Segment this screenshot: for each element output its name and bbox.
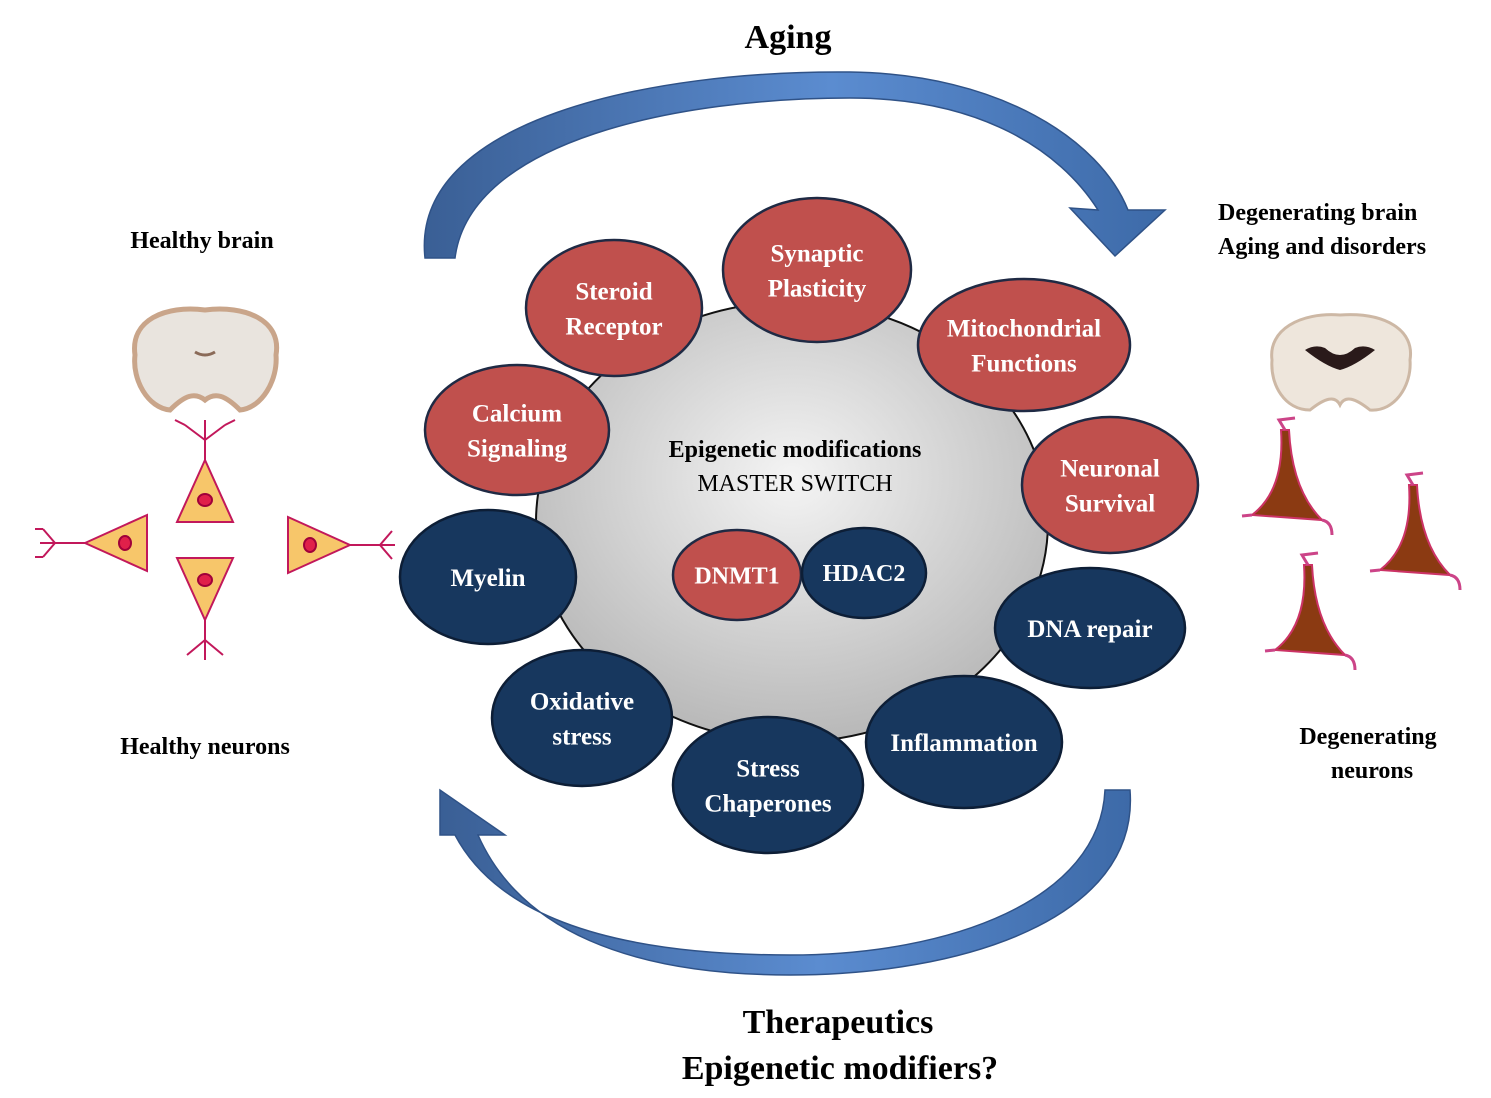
node-neuronal-survival-label: Survival: [1065, 490, 1155, 517]
center-title: Epigenetic modifications: [669, 437, 922, 463]
enzyme-hdac2: HDAC2: [800, 526, 928, 620]
node-stress-chaperones-label: Stress: [736, 755, 800, 782]
node-myelin: Myelin: [398, 508, 578, 646]
node-calcium-signaling-ellipse: [423, 363, 611, 497]
node-steroid-receptor-label: Receptor: [565, 313, 662, 340]
node-dna-repair-ellipse: [993, 566, 1187, 690]
node-neuronal-survival-ellipse: [1020, 415, 1200, 555]
healthy-neurons-label: Healthy neurons: [120, 734, 290, 760]
node-synaptic-plasticity-ellipse: [721, 196, 913, 344]
node-oxidative-stress-label: stress: [552, 723, 612, 750]
aging-label: Aging: [745, 19, 832, 56]
node-synaptic-plasticity-label: Plasticity: [768, 275, 867, 302]
node-dna-repair-label: DNA repair: [1027, 616, 1152, 643]
degenerating-neurons-image: [1240, 416, 1462, 672]
master-switch-label: MASTER SWITCH: [697, 471, 892, 497]
healthy-neurons-image: [35, 419, 395, 660]
healthy-brain-image: [132, 306, 280, 413]
node-inflammation: Inflammation: [864, 674, 1064, 810]
degenerating-neurons-label-2: neurons: [1331, 758, 1413, 784]
node-inflammation-ellipse: [864, 674, 1064, 810]
enzyme-dnmt1: DNMT1: [671, 528, 803, 622]
enzyme-hdac2-label: HDAC2: [823, 561, 906, 587]
node-mitochondrial-functions-ellipse: [916, 277, 1132, 413]
aging-arrow: [423, 71, 1167, 259]
enzyme-dnmt1-label: DNMT1: [694, 563, 779, 589]
degenerating-brain-image: [1270, 313, 1413, 412]
node-oxidative-stress: Oxidative stress: [490, 648, 674, 788]
node-steroid-receptor-label: Steroid: [575, 278, 652, 305]
node-stress-chaperones-label: Chaperones: [704, 790, 832, 817]
node-calcium-signaling-label: Signaling: [467, 435, 568, 462]
therapeutics-label: Therapeutics: [743, 1004, 934, 1041]
node-calcium-signaling-label: Calcium: [472, 400, 562, 427]
node-myelin-label: Myelin: [451, 565, 526, 592]
node-oxidative-stress-label: Oxidative: [530, 688, 634, 715]
node-dna-repair: DNA repair: [993, 566, 1187, 690]
node-steroid-receptor-ellipse: [524, 238, 704, 378]
aging-disorders-label: Aging and disorders: [1218, 234, 1426, 260]
degenerating-brain-label: Degenerating brain: [1218, 200, 1417, 226]
enzyme-hdac2-ellipse: [800, 526, 928, 620]
node-mitochondrial-functions-label: Mitochondrial: [947, 315, 1101, 342]
therapeutics-arrow: [439, 788, 1131, 976]
node-synaptic-plasticity-label: Synaptic: [770, 240, 863, 267]
node-stress-chaperones-ellipse: [671, 715, 865, 855]
node-neuronal-survival-label: Neuronal: [1060, 455, 1160, 482]
healthy-brain-label: Healthy brain: [130, 228, 273, 254]
epigenetic-modifiers-label: Epigenetic modifiers?: [682, 1050, 998, 1087]
node-myelin-ellipse: [398, 508, 578, 646]
node-mitochondrial-functions-label: Functions: [971, 350, 1077, 377]
node-inflammation-label: Inflammation: [890, 730, 1037, 757]
node-oxidative-stress-ellipse: [490, 648, 674, 788]
degenerating-neurons-label: Degenerating: [1299, 724, 1436, 750]
